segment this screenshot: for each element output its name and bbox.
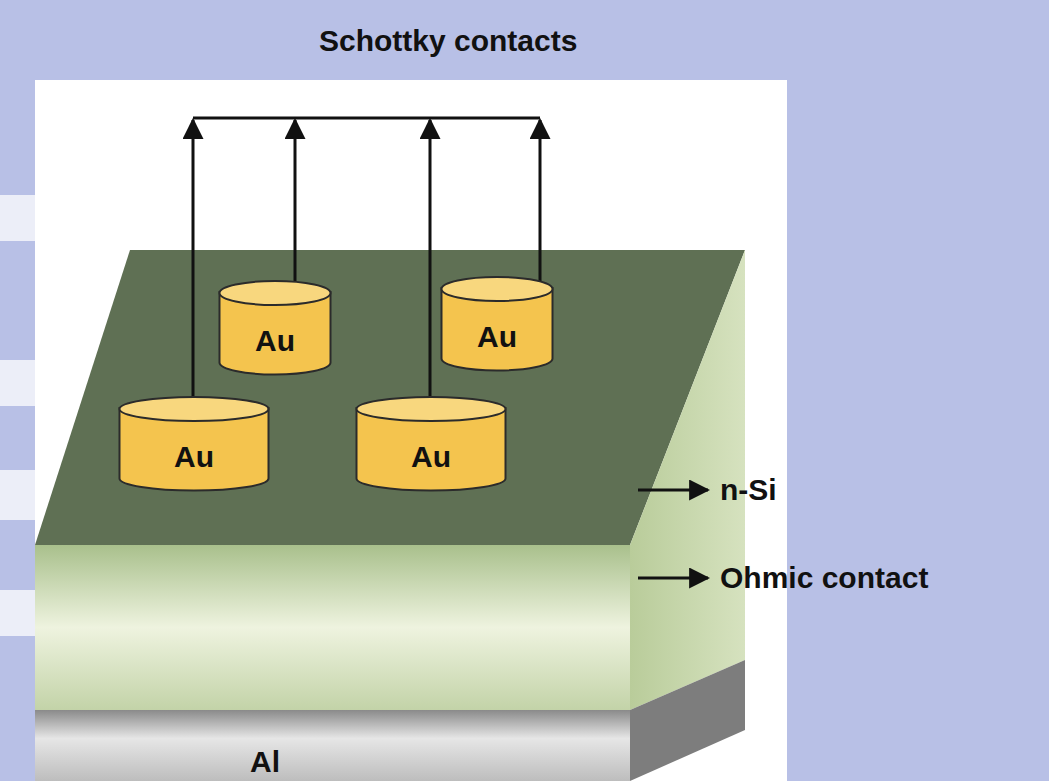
schottky-contact: Au (218, 280, 332, 376)
node-text: Au (218, 324, 332, 357)
node-text: Au (440, 320, 554, 353)
schottky-contact: Au (355, 396, 507, 492)
diagram-title: Schottky contacts (319, 24, 577, 57)
node-text: Al (250, 745, 630, 778)
schottky-contact: Au (118, 396, 270, 492)
ohmic-layer: Al (35, 725, 630, 781)
schottky-contact: Au (440, 276, 554, 372)
node-text: Au (355, 440, 507, 473)
node-text: Au (118, 440, 270, 473)
layer-label: n-Si (720, 473, 777, 506)
layer-label: Ohmic contact (720, 561, 928, 594)
